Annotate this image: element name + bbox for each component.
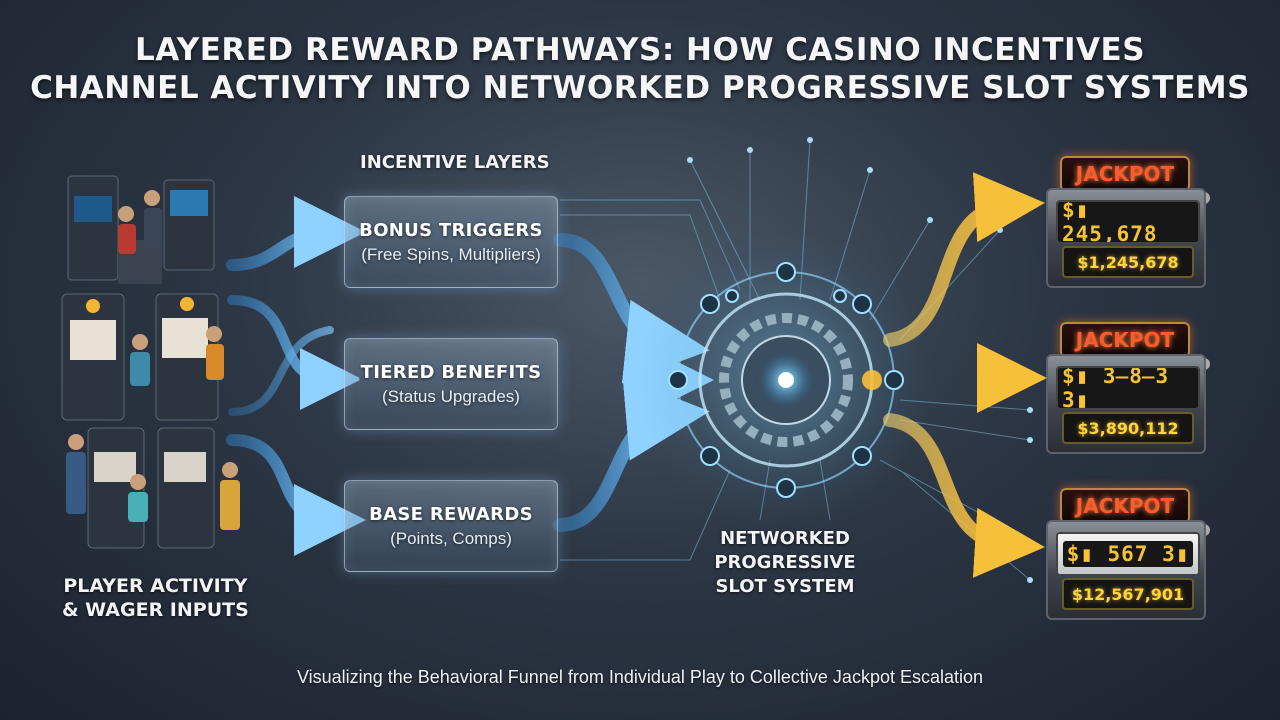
slot-machine-icon: $▮ 3̶8̶3 3▮ $3,890,112 [1046,354,1206,454]
layer-subtitle: (Free Spins, Multipliers) [361,245,541,265]
layer-box-bonus-triggers: BONUS TRIGGERS (Free Spins, Multipliers) [344,196,558,288]
layer-subtitle: (Points, Comps) [390,529,512,549]
slot-machine-cluster-middle [62,294,224,420]
slot-machine-cluster-bottom [66,428,240,548]
caption: Visualizing the Behavioral Funnel from I… [0,667,1280,688]
jackpot-amount: $12,567,901 [1062,578,1194,610]
jackpot-sign: JACKPOT [1060,488,1190,524]
slot-machine-cluster-top [68,176,214,284]
slot-machine-icon: $▮ 245,678 $1,245,678 [1046,188,1206,288]
reel-window: $▮ 3̶8̶3 3▮ [1056,366,1200,410]
reel-window: $▮ 567 3▮ [1056,532,1200,576]
input-flows [232,232,330,520]
layer-title: BONUS TRIGGERS [359,220,543,241]
network-label: NETWORKED PROGRESSIVE SLOT SYSTEM [700,527,870,599]
reel-display: $▮ 567 3▮ [1063,541,1194,567]
player-figure-icon [118,206,134,222]
reel-display: $▮ 3̶8̶3 3▮ [1058,366,1198,410]
player-label-line-2: & WAGER INPUTS [62,598,249,622]
network-label-line-3: SLOT SYSTEM [700,575,870,599]
incentive-layers-heading: INCENTIVE LAYERS [360,152,550,173]
network-label-line-2: PROGRESSIVE [700,551,870,575]
network-label-line-1: NETWORKED [700,527,870,551]
layer-box-base-rewards: BASE REWARDS (Points, Comps) [344,480,558,572]
layer-box-tiered-benefits: TIERED BENEFITS (Status Upgrades) [344,338,558,430]
slot-machine-icon: $▮ 567 3▮ $12,567,901 [1046,520,1206,620]
player-activity-label: PLAYER ACTIVITY & WAGER INPUTS [62,574,249,622]
jackpot-machine-2: JACKPOT $▮ 3̶8̶3 3▮ $3,890,112 [1040,322,1210,454]
layer-title: TIERED BENEFITS [361,362,542,383]
reel-window: $▮ 245,678 [1056,200,1200,244]
jackpot-sign: JACKPOT [1060,322,1190,358]
jackpot-amount: $3,890,112 [1062,412,1194,444]
layer-subtitle: (Status Upgrades) [382,387,520,407]
player-label-line-1: PLAYER ACTIVITY [62,574,249,598]
jackpot-machine-3: JACKPOT $▮ 567 3▮ $12,567,901 [1040,488,1210,620]
jackpot-sign: JACKPOT [1060,156,1190,192]
reel-display: $▮ 245,678 [1058,200,1198,244]
network-hub-icon [636,230,936,530]
layer-title: BASE REWARDS [369,504,533,525]
jackpot-machine-1: JACKPOT $▮ 245,678 $1,245,678 [1040,156,1210,288]
jackpot-amount: $1,245,678 [1062,246,1194,278]
